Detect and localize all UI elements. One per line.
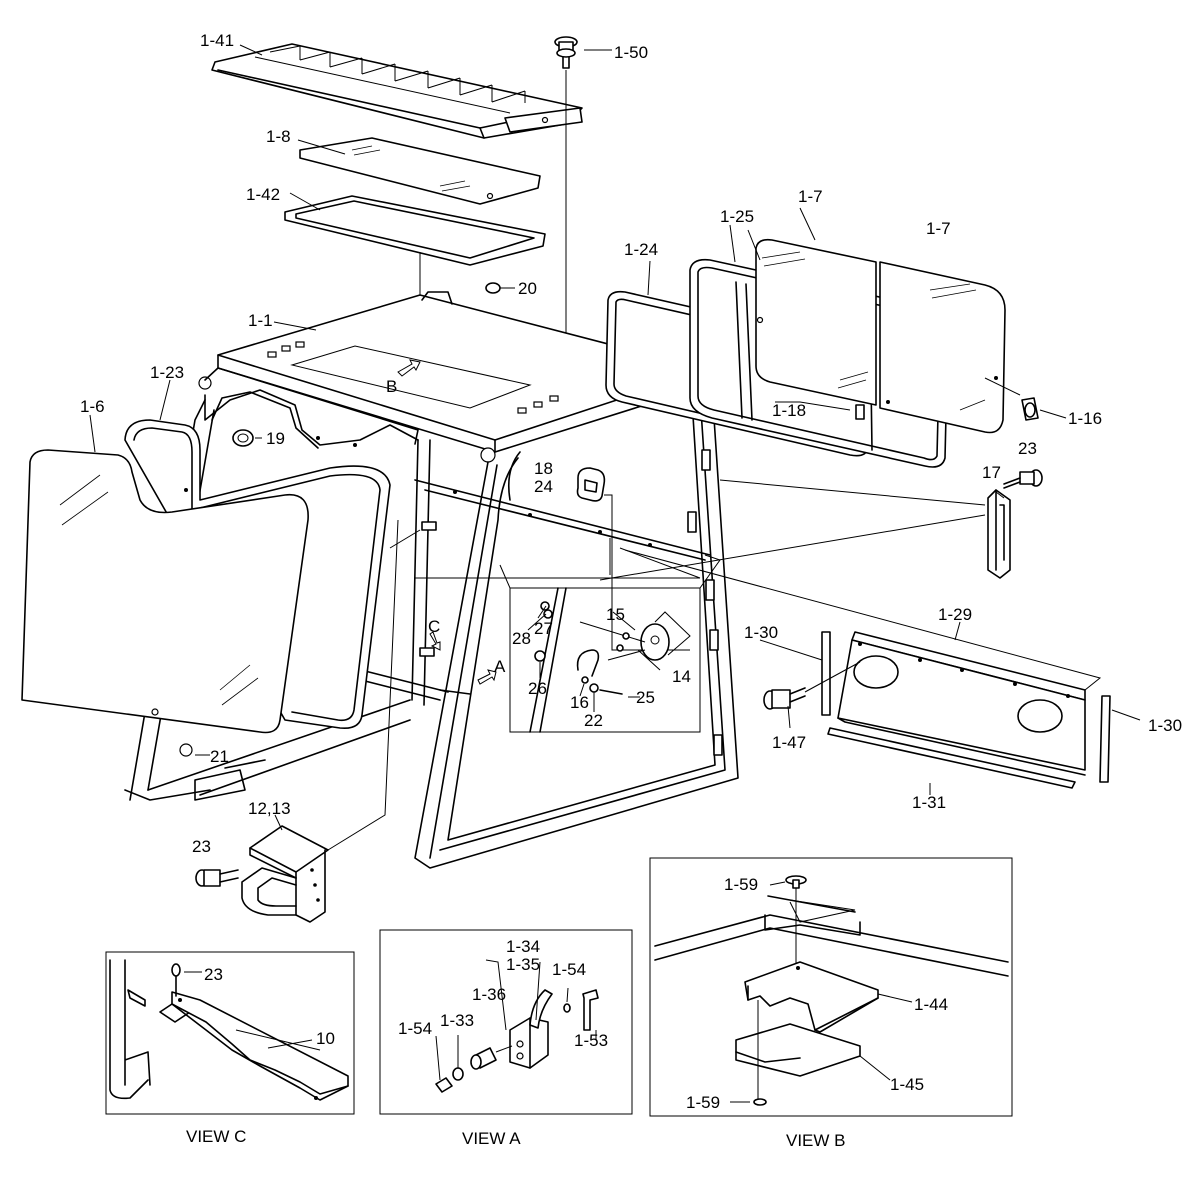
callout-21: 21 [210, 747, 229, 766]
callout-24: 24 [534, 477, 553, 496]
lower-strip-1-31 [827, 727, 1076, 789]
callout-view-c-arrow: C [428, 617, 440, 636]
view-a-panel [379, 929, 633, 1115]
door-handle-18-24 [576, 467, 690, 651]
grommet-20 [485, 282, 515, 294]
callout-1-31: 1-31 [912, 793, 946, 812]
bolt-23-bracket [195, 869, 239, 887]
callout-view-b-arrow: B [386, 377, 397, 396]
leader-lines [89, 44, 1141, 1103]
view-c-caption: VIEW C [186, 1127, 246, 1146]
callout-15: 15 [606, 605, 625, 624]
callout-1-18: 1-18 [772, 401, 806, 420]
callout-17: 17 [982, 463, 1001, 482]
callout-10: 10 [316, 1029, 335, 1048]
callout-19: 19 [266, 429, 285, 448]
callout-20: 20 [518, 279, 537, 298]
side-glass-1-7 [755, 238, 877, 420]
callout-1-16: 1-16 [1068, 409, 1102, 428]
callout-view-a-arrow: A [494, 657, 506, 676]
callout-1-6: 1-6 [80, 397, 105, 416]
door-latch-detail-box [499, 554, 721, 733]
grommet-19 [232, 429, 262, 447]
callout-1-53: 1-53 [574, 1031, 608, 1050]
bolt-1-47 [763, 661, 861, 710]
rear-window-glass [21, 449, 309, 757]
callout-26: 26 [528, 679, 547, 698]
side-strip-1-30-left [821, 631, 831, 716]
callout-1-59-top: 1-59 [724, 875, 758, 894]
callout-1-24: 1-24 [624, 240, 658, 259]
callout-1-25: 1-25 [720, 207, 754, 226]
callout-1-23: 1-23 [150, 363, 184, 382]
callout-28: 28 [512, 629, 531, 648]
callout-1-36: 1-36 [472, 985, 506, 1004]
view-arrows [397, 359, 497, 685]
door-hinge-17 [599, 479, 1011, 581]
roof-glass [299, 137, 541, 205]
callout-1-33: 1-33 [440, 1011, 474, 1030]
callout-1-8: 1-8 [266, 127, 291, 146]
lower-panel-1-29 [624, 549, 1102, 776]
callout-1-30-left: 1-30 [744, 623, 778, 642]
callout-18: 18 [534, 459, 553, 478]
callout-1-45: 1-45 [890, 1075, 924, 1094]
callout-labels: 1-41 1-50 1-8 1-42 20 1-1 1-25 1-7 1-7 1… [80, 31, 1182, 1150]
view-a-caption: VIEW A [462, 1129, 521, 1148]
callout-1-47: 1-47 [772, 733, 806, 752]
view-b-caption: VIEW B [786, 1131, 846, 1150]
callout-1-59-bottom: 1-59 [686, 1093, 720, 1112]
callout-12-13: 12,13 [248, 799, 291, 818]
callout-22: 22 [584, 711, 603, 730]
callout-23-view-c: 23 [204, 965, 223, 984]
callout-1-41: 1-41 [200, 31, 234, 50]
sunshade-louver [211, 43, 583, 139]
side-strip-1-30-right [1099, 695, 1111, 783]
callout-23-bracket: 23 [192, 837, 211, 856]
view-b-panel [649, 857, 1013, 1117]
callout-1-42: 1-42 [246, 185, 280, 204]
callout-1-30-right: 1-30 [1148, 716, 1182, 735]
side-glass-1-7-rear [879, 261, 1021, 434]
callout-16: 16 [570, 693, 589, 712]
callout-27: 27 [534, 619, 553, 638]
callout-1-7-a: 1-7 [798, 187, 823, 206]
callout-14: 14 [672, 667, 691, 686]
bracket-12-13 [241, 519, 399, 923]
callout-1-29: 1-29 [938, 605, 972, 624]
callout-23-hinge: 23 [1018, 439, 1037, 458]
callout-1-7-b: 1-7 [926, 219, 951, 238]
callout-1-44: 1-44 [914, 995, 948, 1014]
callout-1-35: 1-35 [506, 955, 540, 974]
callout-1-50: 1-50 [614, 43, 648, 62]
callout-25: 25 [636, 688, 655, 707]
callout-1-54-left: 1-54 [398, 1019, 432, 1038]
view-c-panel [105, 951, 355, 1115]
callout-1-54-right: 1-54 [552, 960, 586, 979]
bolt-23-top [1003, 469, 1043, 489]
callout-1-34: 1-34 [506, 937, 540, 956]
latch-1-16 [1021, 397, 1067, 421]
callout-1-1: 1-1 [248, 311, 273, 330]
